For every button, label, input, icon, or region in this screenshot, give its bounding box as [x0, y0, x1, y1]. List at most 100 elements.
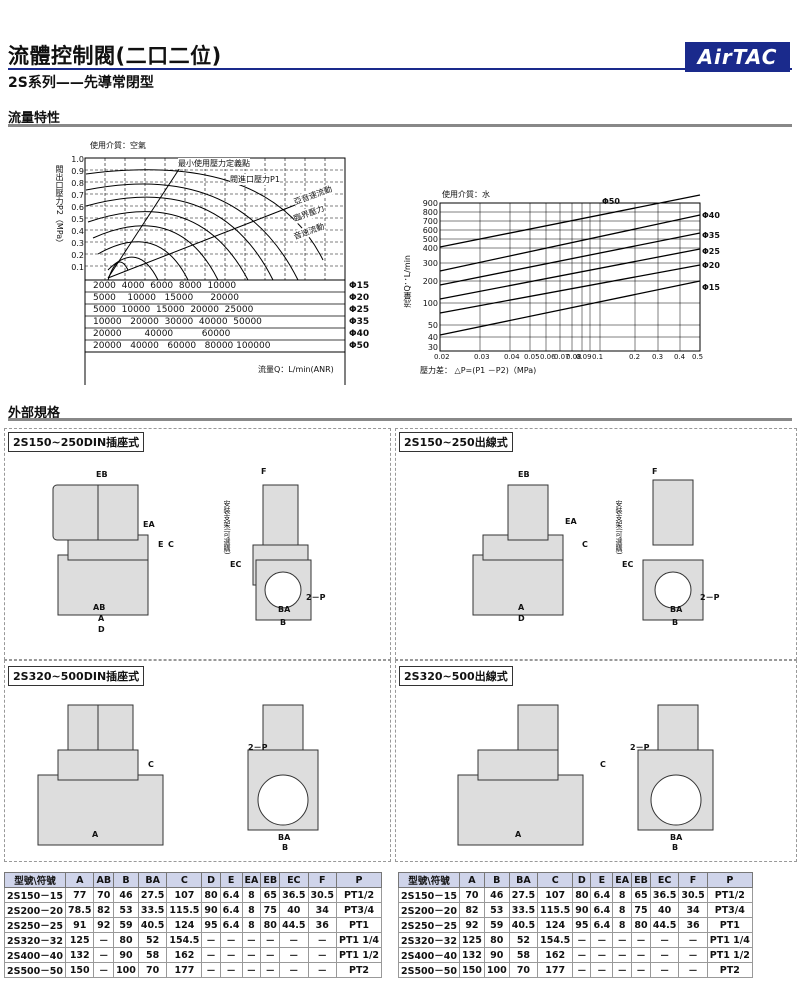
p2-dim-ea: EA: [565, 517, 577, 526]
right-cell: PT1 1/2: [706, 947, 753, 963]
left-cell: 82: [93, 902, 115, 918]
left-header: 型號\符號: [3, 872, 67, 888]
right-cell: 6.4: [590, 917, 614, 933]
left-cell: 6.4: [219, 887, 243, 903]
left-cell: 70: [93, 887, 115, 903]
right-header: EB: [631, 872, 651, 888]
water-ytick: 700: [422, 217, 438, 226]
water-xtick: 0.07: [554, 353, 570, 361]
left-cell: －: [279, 947, 309, 963]
air-ytick: 0.3: [71, 239, 84, 248]
left-cell: 2S500－50: [3, 962, 67, 978]
p2-dim-d: D: [518, 614, 525, 623]
section-dims-title: 外部規格: [8, 406, 61, 421]
right-cell: 92: [459, 917, 485, 933]
p2-dim-b: B: [672, 618, 679, 627]
left-header: D: [201, 872, 221, 888]
right-header: 型號\符號: [397, 872, 461, 888]
left-header: E: [219, 872, 243, 888]
right-cell: PT3/4: [706, 902, 753, 918]
right-cell: 80: [572, 887, 592, 903]
water-xtick: 0.4: [674, 353, 686, 361]
left-cell: －: [307, 962, 337, 978]
right-cell: 8: [612, 917, 633, 933]
water-series-label: Φ20: [702, 261, 720, 270]
p2-dim-c: C: [582, 540, 588, 549]
left-cell: 40: [279, 902, 309, 918]
right-cell: －: [678, 962, 708, 978]
left-cell: 46: [113, 887, 139, 903]
right-cell: －: [649, 962, 680, 978]
water-xtick: 0.05: [524, 353, 540, 361]
left-cell: PT1: [335, 917, 383, 933]
p2-dim-eb: EB: [518, 470, 530, 479]
air-row-label: Φ35: [349, 317, 370, 327]
right-cell: 70: [459, 887, 485, 903]
right-cell: 52: [508, 932, 539, 948]
left-cell: 6.4: [219, 917, 243, 933]
right-cell: －: [590, 932, 614, 948]
left-cell: 125: [65, 932, 95, 948]
left-header: EB: [260, 872, 281, 888]
left-cell: 36: [307, 917, 337, 933]
right-cell: －: [631, 932, 651, 948]
panel-p4: [395, 660, 797, 862]
right-header: BA: [508, 872, 539, 888]
right-cell: －: [572, 932, 592, 948]
p1-dim-b: B: [280, 618, 287, 627]
left-header: EC: [279, 872, 309, 888]
right-cell: －: [678, 947, 708, 963]
drawing-p3: [37, 704, 319, 846]
left-cell: －: [93, 947, 115, 963]
p4-dim-c: C: [600, 760, 606, 769]
water-ylabel: 流量Q：L/min: [403, 255, 412, 308]
left-cell: 162: [166, 947, 203, 963]
water-xtick: 0.5: [692, 353, 704, 361]
water-ytick: 900: [422, 199, 438, 208]
left-cell: PT1 1/4: [335, 932, 383, 948]
air-ytick: 0.8: [71, 179, 84, 188]
panel-p2: [395, 428, 797, 660]
p4-dim-b: B: [672, 843, 679, 852]
right-cell: 115.5: [537, 902, 574, 918]
right-cell: 107: [537, 887, 574, 903]
left-cell: 132: [65, 947, 95, 963]
right-cell: 8: [612, 887, 633, 903]
right-cell: 40.5: [508, 917, 539, 933]
p1-dim-p: 2－P: [306, 593, 326, 602]
panel-p3-title: 2S320~500DIN插座式: [8, 666, 145, 686]
section-flow-title: 流量特性: [8, 111, 61, 126]
water-ytick: 500: [422, 235, 438, 244]
left-cell: －: [260, 947, 281, 963]
left-cell: 92: [93, 917, 115, 933]
panel-p3: [4, 660, 391, 862]
left-cell: 78.5: [65, 902, 95, 918]
right-cell: 2S250－25: [397, 917, 461, 933]
left-cell: －: [219, 932, 243, 948]
left-cell: 154.5: [166, 932, 203, 948]
left-cell: 107: [166, 887, 203, 903]
left-cell: 58: [137, 947, 168, 963]
right-header: B: [483, 872, 510, 888]
air-ytick: 0.5: [71, 215, 84, 224]
right-cell: 59: [483, 917, 510, 933]
right-cell: 8: [612, 902, 633, 918]
right-header: F: [678, 872, 708, 888]
air-medium: 使用介質：空氣: [90, 141, 146, 150]
left-cell: 80: [113, 932, 139, 948]
water-xtick: 0.2: [629, 353, 641, 361]
p1-dim-f: F: [261, 467, 267, 476]
left-cell: －: [93, 932, 115, 948]
panel-p2-title: 2S150~250出線式: [399, 432, 513, 452]
right-cell: －: [649, 932, 680, 948]
right-cell: 154.5: [537, 932, 574, 948]
water-xtick: 0.08: [566, 353, 582, 361]
left-cell: 91: [65, 917, 95, 933]
left-cell: 2S320－32: [3, 932, 67, 948]
